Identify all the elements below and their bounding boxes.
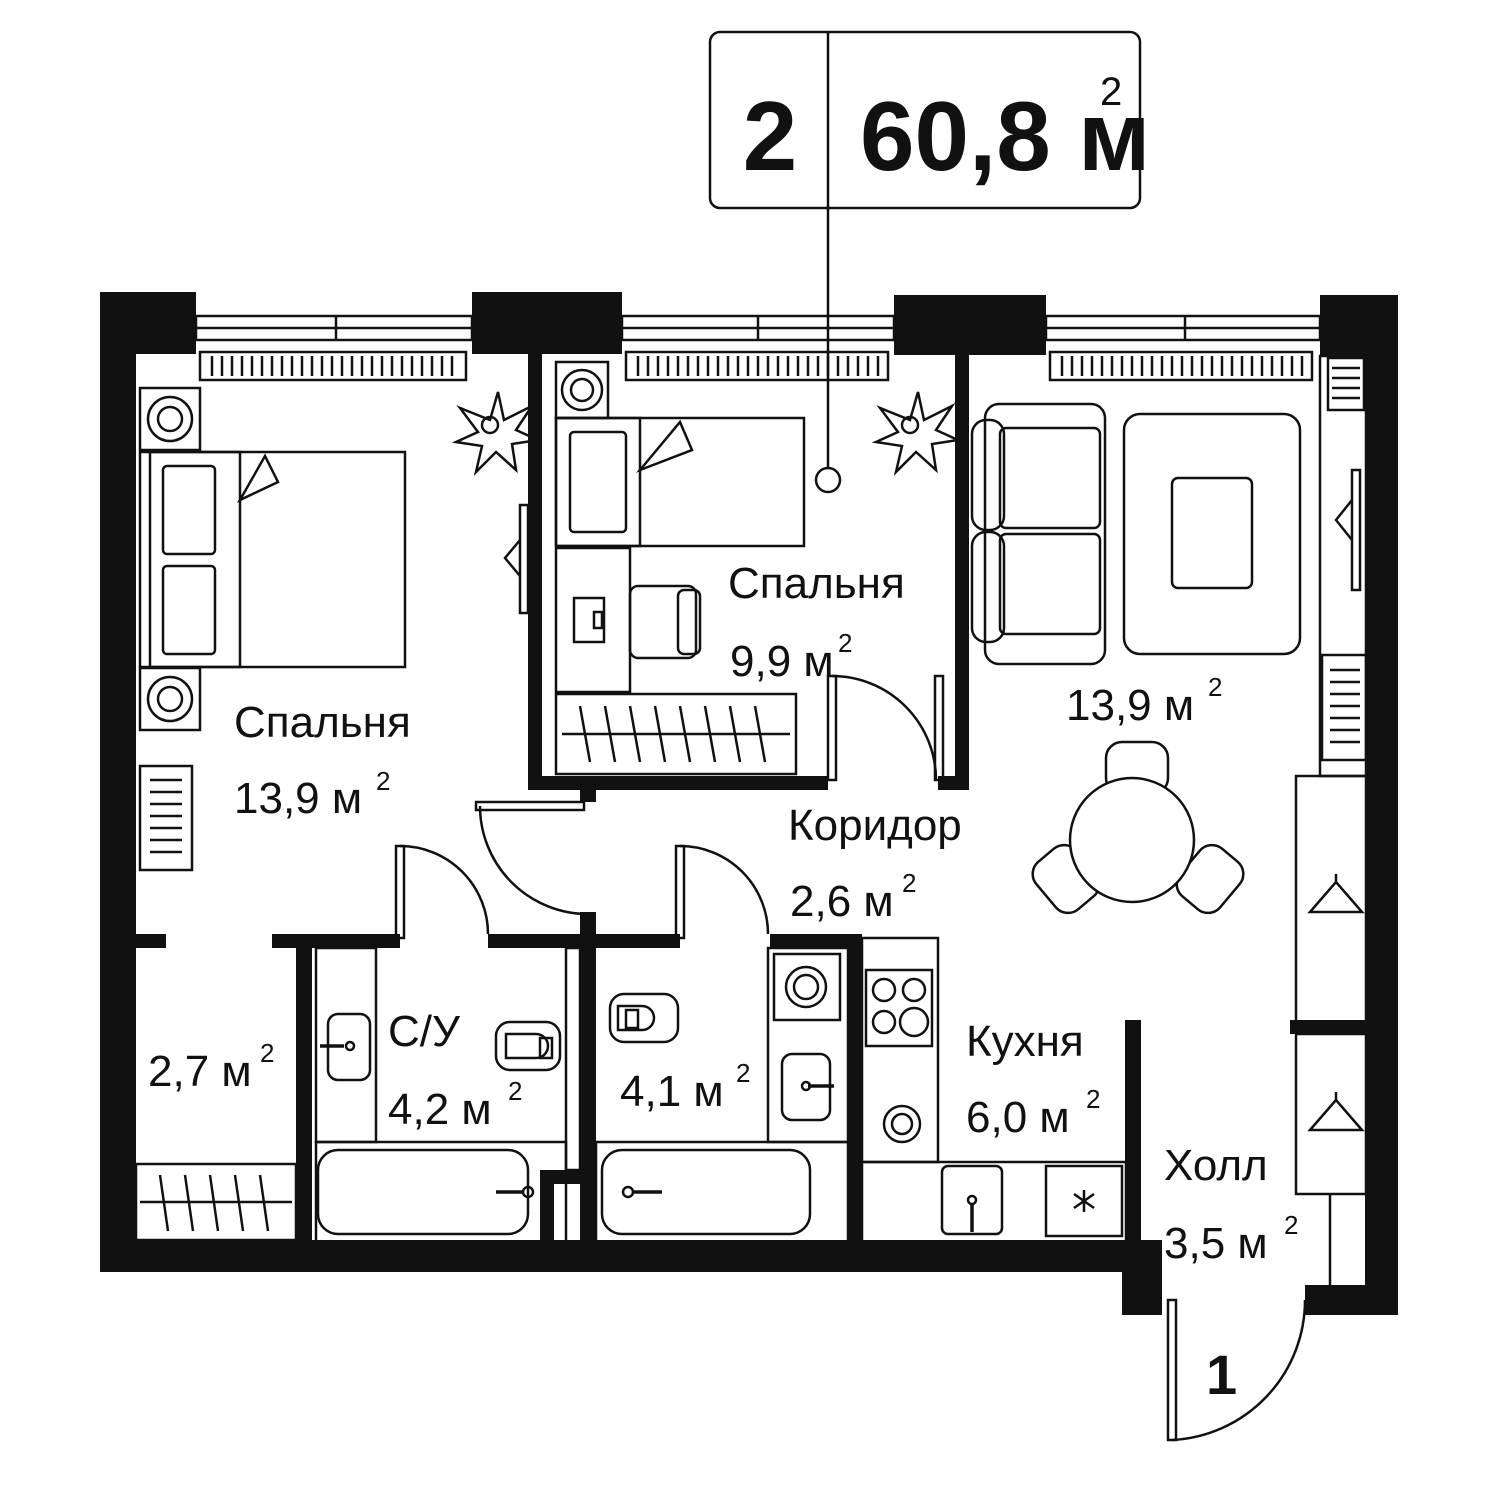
room-area: 3,5 м	[1164, 1219, 1268, 1268]
room-label-storage: 2,7 м 2	[148, 1038, 274, 1096]
room-label-corridor: Коридор 2,6 м 2	[788, 801, 962, 926]
radiator-icon	[198, 350, 1314, 382]
sofa-icon	[970, 402, 1107, 666]
door-icon	[394, 468, 1362, 1442]
room-name: С/У	[388, 1007, 461, 1056]
washer-icon	[772, 952, 842, 1022]
interior-walls	[136, 340, 1368, 1244]
ceiling-lamp-icon	[814, 290, 842, 494]
washer-icon	[882, 1104, 922, 1144]
hanger-icon	[1294, 774, 1368, 1285]
bathroom-1-fixtures	[314, 946, 582, 1244]
room-area: 6,0 м	[966, 1093, 1070, 1142]
table-icon	[1031, 740, 1245, 915]
room-label-bedroom-small: Спальня 9,9 м 2	[728, 559, 905, 686]
bathroom-2-fixtures	[594, 946, 850, 1244]
room-name: Холл	[1164, 1141, 1268, 1190]
room-area: 4,2 м	[388, 1085, 492, 1134]
toilet-icon	[494, 1020, 562, 1072]
sink-icon	[940, 1164, 1004, 1236]
room-name: Спальня	[728, 559, 905, 608]
room-area: 2,7 м	[148, 1047, 252, 1096]
wardrobe-icon	[554, 692, 798, 776]
bed-icon	[138, 450, 407, 669]
room-area-sup: 2	[260, 1038, 274, 1068]
dresser-icon	[138, 356, 1368, 872]
room-area: 4,1 м	[620, 1067, 724, 1116]
bathtub-icon	[600, 1148, 812, 1236]
nightstand-icon	[138, 386, 202, 732]
room-label-kitchen: Кухня 6,0 м 2	[966, 1017, 1100, 1142]
toilet-icon	[608, 992, 680, 1044]
room-name: Спальня	[234, 698, 411, 747]
windows	[194, 314, 1322, 342]
apartment-badge: 2 60,8 м 2	[708, 30, 1150, 290]
total-area: 60,8 м	[860, 81, 1150, 191]
rooms-count: 2	[743, 81, 798, 191]
total-area-unit-sup: 2	[1100, 70, 1122, 114]
room-area: 2,6 м	[790, 877, 894, 926]
kitchen-fixtures	[860, 936, 1128, 1244]
room-name: Кухня	[966, 1017, 1084, 1066]
room-area-sup: 2	[1208, 672, 1222, 702]
entrance-label: 1	[1206, 1343, 1237, 1406]
sink-icon	[320, 1012, 372, 1082]
room-area: 13,9 м	[234, 774, 362, 823]
room-area-sup: 2	[838, 628, 852, 658]
room-area-sup: 2	[1086, 1084, 1100, 1114]
stove-icon	[864, 968, 934, 1048]
sink-icon	[780, 1052, 834, 1122]
bed-icon	[554, 360, 806, 548]
desk-icon	[554, 546, 702, 694]
room-area-sup: 2	[508, 1076, 522, 1106]
fridge-icon	[1044, 1164, 1124, 1238]
room-label-living: 13,9 м 2	[1066, 672, 1222, 730]
room-area-sup: 2	[1284, 1210, 1298, 1240]
room-area-sup: 2	[902, 868, 916, 898]
room-label-bedroom-large: Спальня 13,9 м 2	[234, 698, 411, 823]
rug-icon	[1122, 412, 1302, 656]
room-name: Коридор	[788, 801, 962, 850]
wardrobe-icon	[134, 1162, 298, 1242]
room-area-sup: 2	[376, 766, 390, 796]
room-label-hall: Холл 3,5 м 2	[1164, 1141, 1298, 1268]
room-area: 13,9 м	[1066, 681, 1194, 730]
plant-icon	[451, 391, 963, 476]
bathtub-icon	[316, 1148, 535, 1236]
room-label-bathroom-2: 4,1 м 2	[620, 1058, 750, 1116]
room-label-bathroom-1: С/У 4,2 м 2	[388, 1007, 522, 1134]
room-area: 9,9 м	[730, 637, 834, 686]
outer-walls	[100, 292, 1398, 1315]
room-area-sup: 2	[736, 1058, 750, 1088]
